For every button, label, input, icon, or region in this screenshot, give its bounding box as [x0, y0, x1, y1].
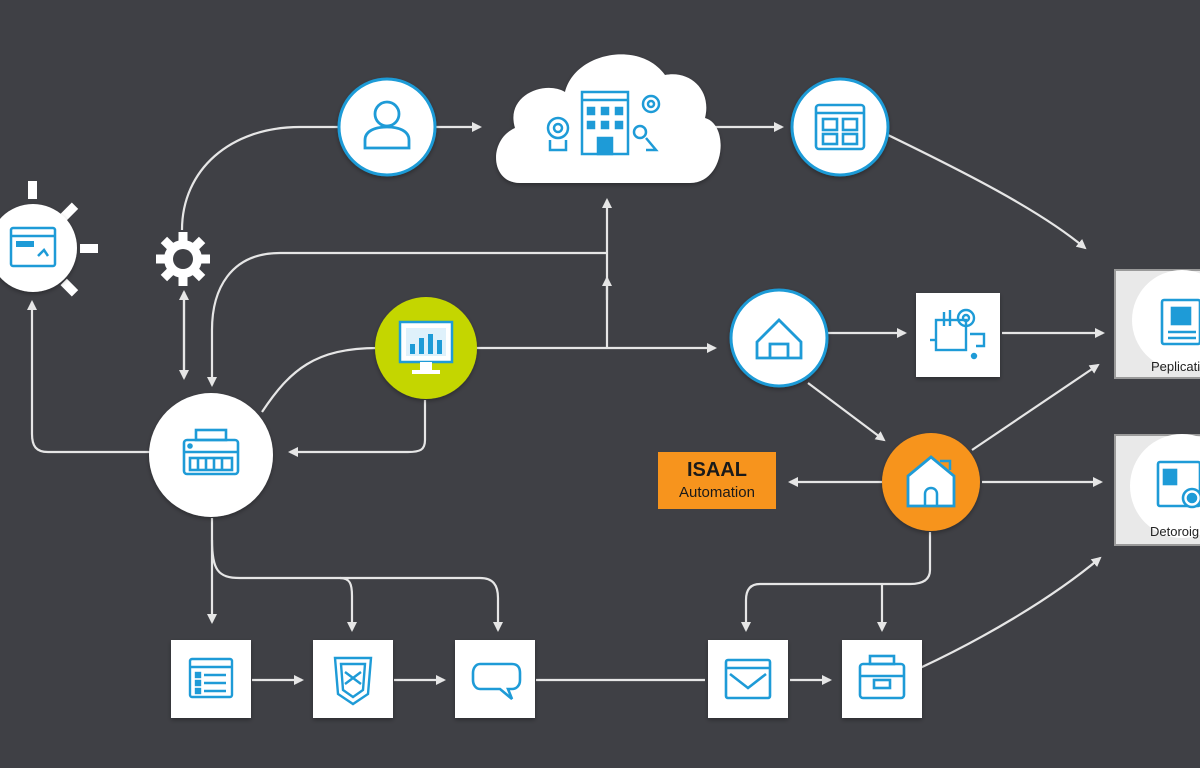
home-icon: [755, 318, 803, 360]
printer-icon: [182, 428, 240, 476]
mail-icon: [724, 658, 772, 700]
settings-card-node[interactable]: [916, 293, 1000, 377]
chat-card-node[interactable]: [455, 640, 535, 718]
monitor-node[interactable]: [375, 297, 477, 399]
gear-icon: [156, 232, 210, 286]
home-node[interactable]: [729, 288, 829, 388]
automation-subtitle: Automation: [679, 484, 755, 501]
automation-box[interactable]: ISAAL Automation: [658, 452, 776, 509]
list-card-node[interactable]: [171, 640, 251, 718]
connector-branch-shield: [339, 576, 357, 632]
cloud-node[interactable]: [496, 54, 721, 184]
connector-home-to-orange: [807, 382, 886, 442]
box-card-node[interactable]: [842, 640, 922, 718]
connectors: [27, 122, 1105, 685]
connector-hub-to-monitor: [261, 346, 379, 413]
home-document-icon: [906, 455, 956, 508]
shield-icon: [333, 656, 373, 706]
orange-home-node[interactable]: [882, 433, 980, 531]
user-icon: [363, 100, 411, 150]
connector-grid-to-right: [887, 134, 1087, 250]
right-card-deployment-label: Detoroigi: [1150, 524, 1200, 539]
connector-gear-to-user: [180, 125, 338, 231]
right-card-replication-label: Peplicati: [1151, 359, 1200, 374]
printer-hub-node[interactable]: [149, 393, 273, 517]
connector-orange-down: [741, 532, 932, 632]
monitor-chart-icon: [398, 320, 454, 374]
right-card-deployment[interactable]: Detoroigi: [1114, 434, 1200, 546]
list-icon: [188, 657, 234, 699]
media-device-icon: [1156, 460, 1200, 509]
automation-title: ISAAL: [687, 459, 747, 481]
connector-hub-to-sun: [27, 300, 150, 454]
connector-orange-to-right1: [971, 363, 1100, 451]
gear-sun-node[interactable]: [0, 181, 98, 297]
connector-hub-to-upper-line: [207, 251, 607, 387]
grid-node[interactable]: [790, 77, 890, 177]
toolbox-icon: [858, 654, 906, 700]
gear-node[interactable]: [156, 232, 210, 286]
chat-icon: [471, 662, 522, 700]
grid-icon: [814, 103, 866, 151]
shield-card-node[interactable]: [313, 640, 393, 718]
right-card-replication[interactable]: Peplicati: [1114, 269, 1200, 379]
building-cloud-icon: [546, 90, 661, 156]
connector-box-to-right2: [919, 556, 1102, 669]
connector-monitor-back-to-hub: [288, 400, 427, 457]
user-node[interactable]: [337, 77, 437, 177]
connector-hub-branch: [210, 539, 503, 632]
mail-card-node[interactable]: [708, 640, 788, 718]
document-icon: [1160, 298, 1200, 346]
dashboard-icon: [9, 226, 57, 268]
settings-panel-icon: [930, 308, 986, 360]
